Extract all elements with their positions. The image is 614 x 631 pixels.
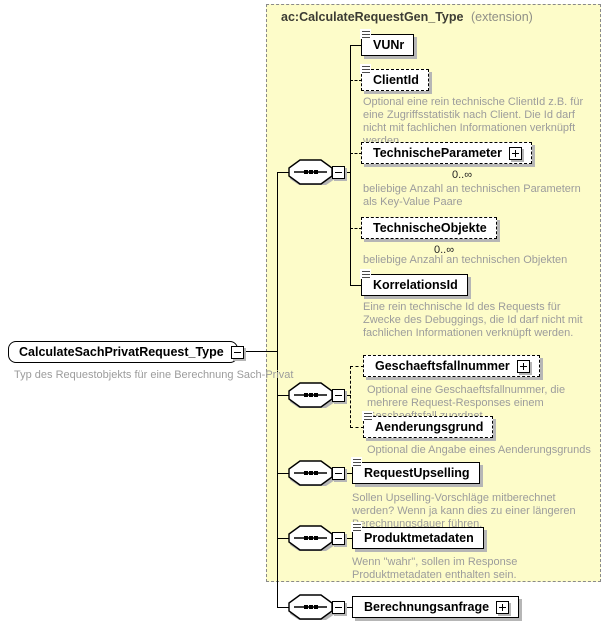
collapse-icon[interactable]	[230, 346, 244, 359]
connector-line-optional	[350, 153, 362, 154]
sequence-icon	[288, 460, 335, 488]
element-label: Geschaeftsfallnummer	[375, 359, 510, 373]
sequence-icon	[288, 382, 335, 410]
element-geschaeftsfallnummer[interactable]: Geschaeftsfallnummer	[363, 355, 540, 377]
element-technischeobjekte[interactable]: TechnischeObjekte	[361, 217, 497, 239]
connector-line	[345, 538, 353, 539]
collapse-icon[interactable]	[332, 532, 345, 545]
element-label: KorrelationsId	[373, 278, 458, 292]
connector-line-optional	[350, 427, 364, 428]
sequence-icon	[288, 525, 335, 553]
expand-icon[interactable]	[516, 359, 530, 373]
connector-line	[277, 172, 278, 608]
element-produktmetadaten[interactable]: Produktmetadaten	[351, 522, 484, 549]
connector-line	[350, 285, 362, 286]
expand-icon[interactable]	[496, 600, 510, 614]
connector-line-optional	[350, 366, 351, 428]
annotation-marker-icon	[362, 411, 373, 421]
element-vunr[interactable]: VUNr	[360, 29, 415, 56]
element-aenderungsgrund[interactable]: Aenderungsgrund	[362, 411, 494, 438]
annotation-marker-icon	[360, 29, 371, 39]
extension-kind-label: (extension)	[470, 10, 533, 24]
element-korrelationsid[interactable]: KorrelationsId	[360, 269, 468, 296]
expand-icon[interactable]	[509, 146, 522, 160]
root-type-label: CalculateSachPrivatRequest_Type	[19, 345, 224, 359]
element-label: TechnischeParameter	[373, 146, 502, 160]
annotation-marker-icon	[360, 64, 371, 74]
element-clientid[interactable]: ClientId	[360, 64, 429, 91]
connector-line	[350, 45, 351, 286]
connector-line	[345, 607, 353, 608]
element-annotation: Optional eine rein technische ClientId z…	[363, 96, 584, 147]
element-label: Aenderungsgrund	[375, 420, 484, 434]
element-annotation: beliebige Anzahl an technischen Objekten	[363, 254, 568, 266]
element-technischeparameter[interactable]: TechnischeParameter	[361, 142, 532, 164]
element-label: Produktmetadaten	[364, 531, 474, 545]
sequence-icon	[288, 594, 335, 622]
element-annotation: Eine rein technische Id des Requests für…	[363, 301, 583, 339]
connector-line-optional	[350, 80, 362, 81]
element-annotation: Optional die Angabe eines Aenderungsgrun…	[367, 444, 591, 456]
collapse-icon[interactable]	[332, 467, 345, 480]
element-label: VUNr	[373, 38, 405, 52]
connector-line	[278, 473, 289, 474]
connector-line	[345, 473, 353, 474]
connector-line	[345, 172, 351, 173]
element-requestupselling[interactable]: RequestUpselling	[351, 457, 480, 484]
connector-line-optional	[345, 395, 351, 396]
connector-line	[278, 395, 289, 396]
multiplicity-label: 0..∞	[434, 244, 455, 256]
element-annotation: Wenn "wahr", sollen im Response Produktm…	[352, 556, 518, 581]
annotation-marker-icon	[351, 522, 362, 532]
element-label: RequestUpselling	[364, 466, 470, 480]
collapse-icon[interactable]	[332, 166, 345, 179]
element-label: Berechnungsanfrage	[364, 600, 490, 614]
connector-line-optional	[350, 366, 364, 367]
element-annotation: beliebige Anzahl an technischen Paramete…	[363, 183, 581, 208]
extension-type-name: ac:CalculateRequestGen_Type	[281, 10, 464, 24]
collapse-icon[interactable]	[332, 601, 345, 614]
connector-line	[278, 172, 289, 173]
connector-line	[350, 45, 362, 46]
annotation-marker-icon	[351, 457, 362, 467]
connector-line	[278, 538, 289, 539]
element-berechnungsanfrage[interactable]: Berechnungsanfrage	[352, 596, 520, 618]
root-type-caption: Typ des Requestobjekts für eine Berechnu…	[14, 369, 294, 381]
extension-header: ac:CalculateRequestGen_Type (extension)	[281, 10, 533, 24]
connector-line-optional	[350, 228, 362, 229]
root-type-box[interactable]: CalculateSachPrivatRequest_Type	[8, 341, 244, 363]
connector-line	[278, 607, 289, 608]
element-label: ClientId	[373, 73, 419, 87]
collapse-icon[interactable]	[332, 389, 345, 402]
element-annotation: Sollen Upselling-Vorschläge mitberechnet…	[352, 492, 576, 530]
sequence-icon	[288, 159, 335, 187]
element-label: TechnischeObjekte	[373, 221, 487, 235]
annotation-marker-icon	[360, 269, 371, 279]
multiplicity-label: 0..∞	[452, 169, 473, 181]
